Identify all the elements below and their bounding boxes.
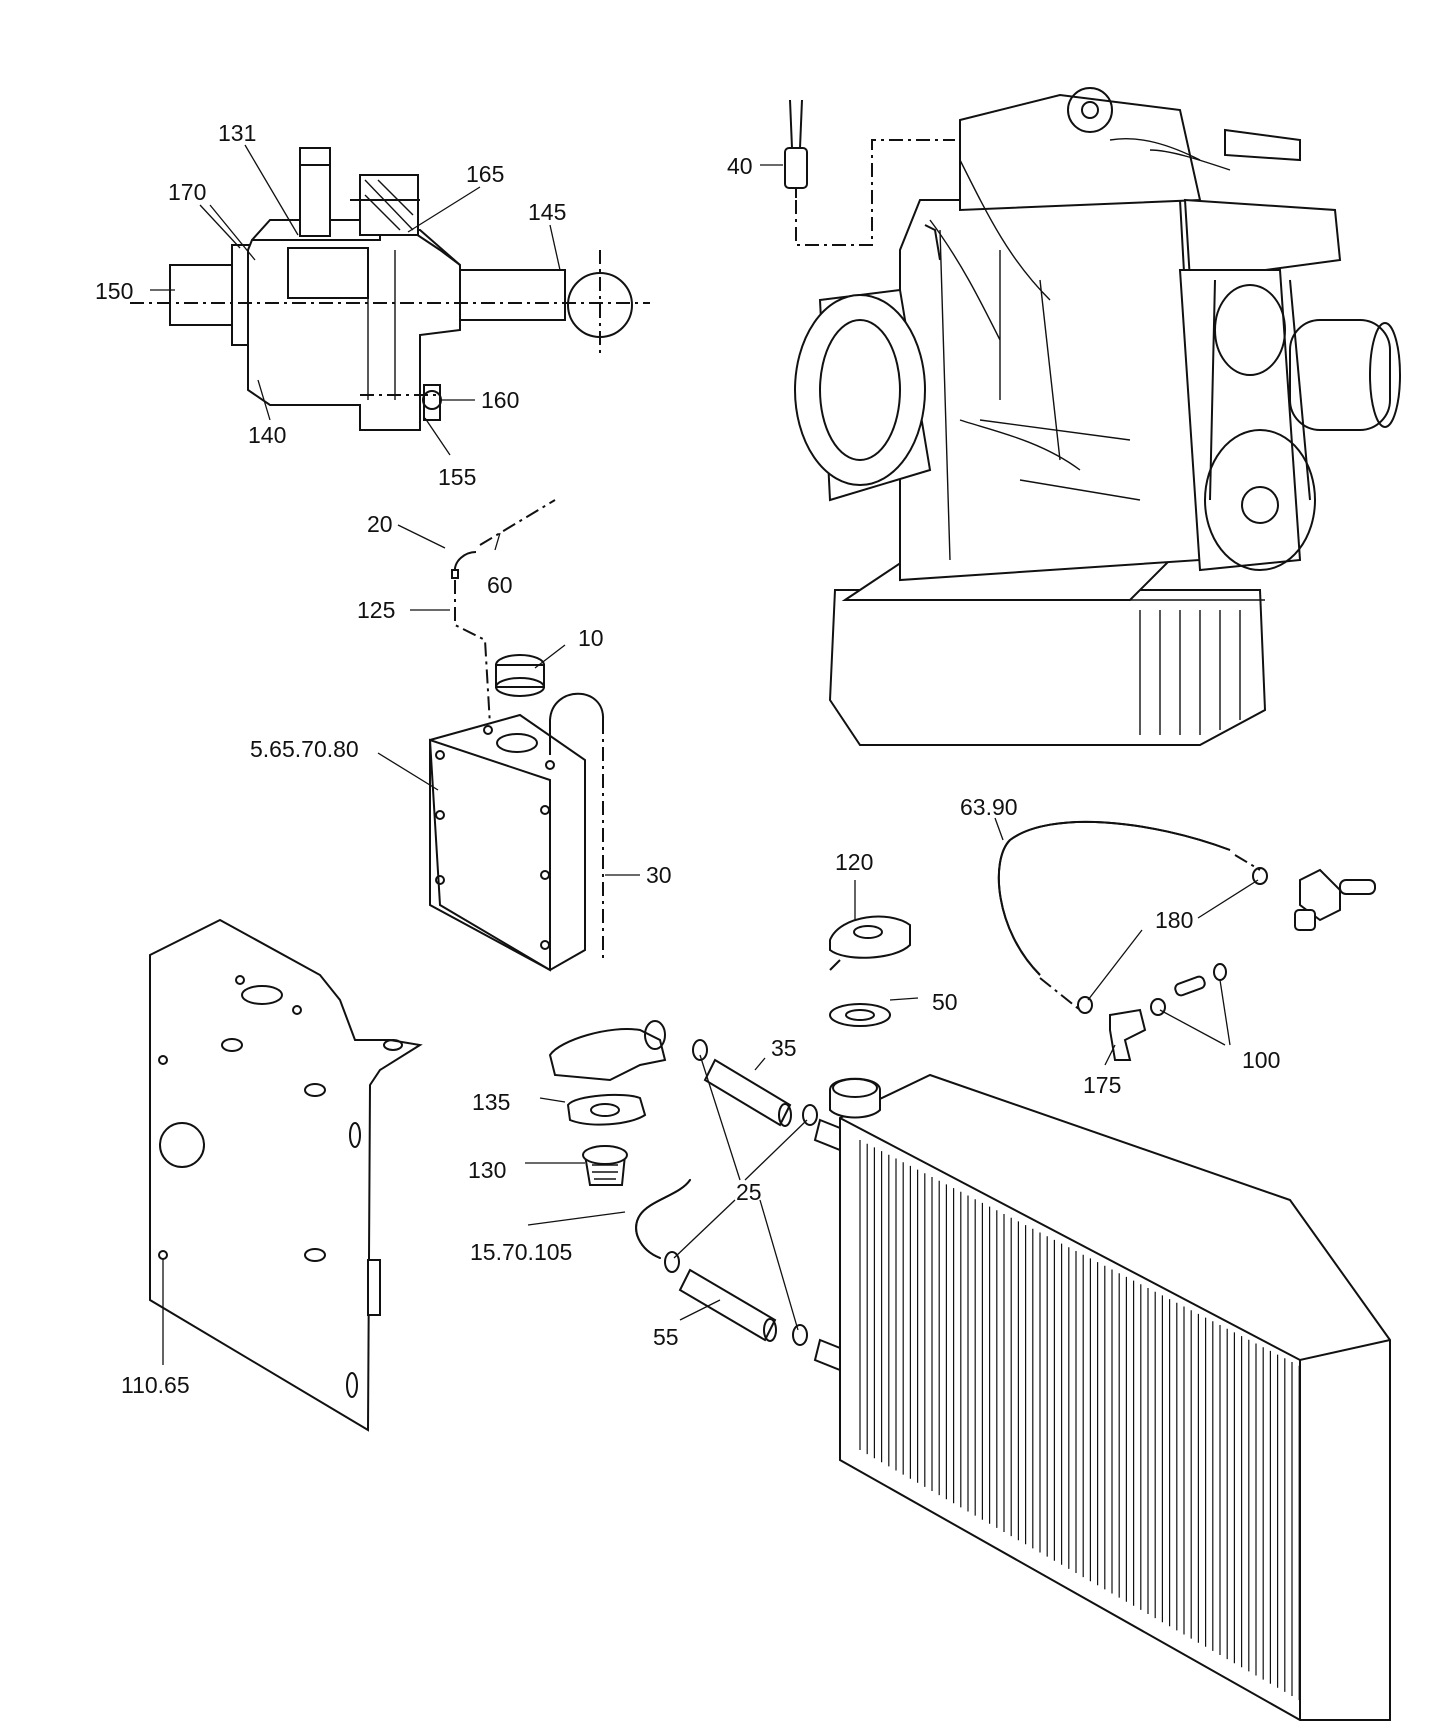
label-180: 180 [1155,907,1193,933]
leader-lines [150,144,1259,1365]
label-160: 160 [481,387,519,413]
label-20: 20 [367,511,393,537]
label-30: 30 [646,862,672,888]
thermostat-cover-parts [548,1020,691,1259]
radiator [829,1073,1391,1721]
mounting-plate-part-110-65 [149,918,423,1432]
label-50: 50 [932,989,958,1015]
label-63-90: 63.90 [960,794,1018,820]
label-135: 135 [472,1089,510,1115]
label-170: 170 [168,179,206,205]
label-25: 25 [736,1179,762,1205]
label-150: 150 [95,278,133,304]
label-175: 175 [1083,1072,1121,1098]
hoses-and-clamps [664,1039,847,1372]
label-131: 131 [218,120,256,146]
label-40: 40 [727,153,753,179]
label-145: 145 [528,199,566,225]
expansion-tank-section [428,499,605,972]
label-130: 130 [468,1157,506,1183]
label-15-70-105: 15.70.105 [470,1239,572,1265]
label-125: 125 [357,597,395,623]
label-60: 60 [487,572,513,598]
label-155: 155 [438,464,476,490]
radiator-cap-and-gasket [829,915,911,1027]
radiator-fins [859,1140,1300,1701]
label-5-65-70-80: 5.65.70.80 [250,736,359,762]
thermostat-housing-section [130,147,650,431]
label-35: 35 [771,1035,797,1061]
engine-assembly [794,87,1401,746]
label-165: 165 [466,161,504,187]
label-100: 100 [1242,1047,1280,1073]
label-120: 120 [835,849,873,875]
callout-labels: 131 170 165 145 150 140 160 155 20 60 12… [95,120,1280,1398]
label-55: 55 [653,1324,679,1350]
label-140: 140 [248,422,286,448]
temperature-sender-part-40 [784,99,955,246]
auxiliary-hose-assembly [997,820,1376,1061]
label-110-65: 110.65 [121,1372,190,1398]
label-10: 10 [578,625,604,651]
